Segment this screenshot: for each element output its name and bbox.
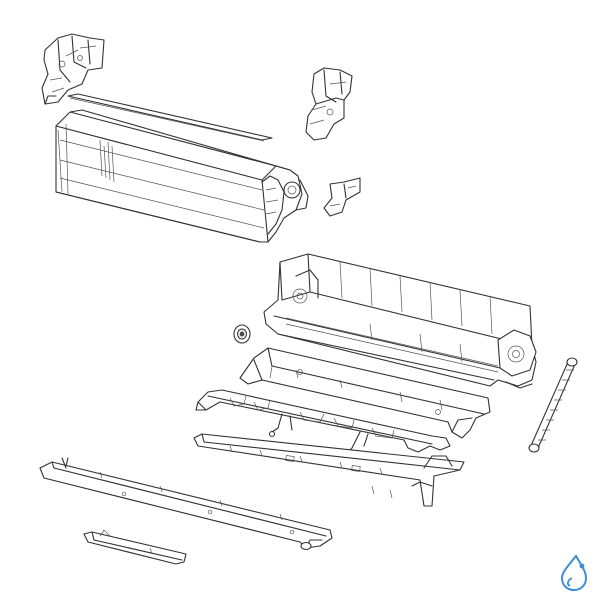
right-side-bracket-upper — [305, 67, 353, 141]
drain-pan — [239, 347, 491, 439]
top-filter-strip — [67, 93, 273, 142]
left-side-bracket — [41, 33, 105, 105]
small-bushing — [233, 324, 251, 344]
swing-linkage-rail — [193, 433, 465, 507]
right-side-bracket-small — [323, 177, 361, 217]
fan-shaft — [528, 357, 578, 453]
heat-exchanger-coil — [55, 109, 309, 243]
louver-assembly — [195, 389, 451, 460]
water-drop-logo-icon — [560, 554, 588, 592]
bottom-slide-rail — [39, 457, 333, 551]
main-chassis-frame — [263, 253, 537, 389]
small-clip-bar — [83, 529, 187, 565]
